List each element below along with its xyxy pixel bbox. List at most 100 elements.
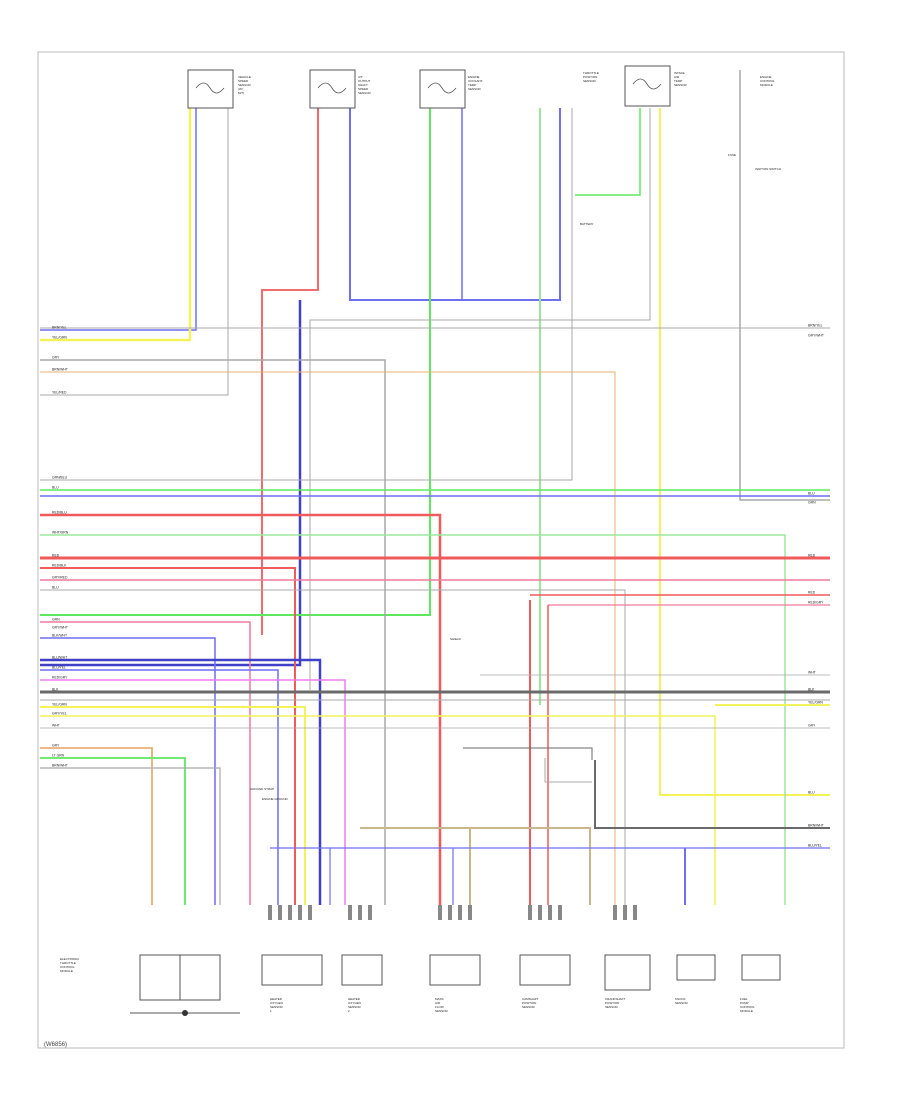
wire-label-left: BRN/WHT (52, 764, 68, 768)
terminal (468, 905, 472, 920)
diagram-note: SHIELD (450, 637, 462, 641)
wire-label-right: RED/GRY (808, 601, 824, 605)
component-box (139, 954, 181, 1001)
ground-node (182, 1010, 188, 1016)
component-label-line: MODULE (760, 83, 773, 87)
terminal (548, 905, 552, 920)
component-label-line: OXYGEN (270, 1001, 283, 1005)
wire-label-left: BRN/YEL (52, 326, 67, 330)
diagram-frame (37, 51, 845, 1049)
wire-label-left: YEL/GRN (52, 336, 67, 340)
wire-label-left: LT GRN (52, 754, 65, 758)
wire-label-right: GRN (808, 501, 816, 505)
bus-tan (360, 827, 591, 905)
component-label-line: M/T) (238, 91, 244, 95)
wire-label-left: YEL/RED (52, 391, 67, 395)
terminal (308, 905, 312, 920)
component-label-line: CAMSHAFT (522, 997, 539, 1001)
wire-label-left: RED (52, 554, 60, 558)
wire-label-left: GRY (52, 356, 60, 360)
sensor-symbol (195, 82, 225, 94)
wire-label-left: BLU/WHT (52, 656, 67, 660)
sensor-symbol (427, 82, 457, 94)
wire-gry (40, 108, 229, 396)
wire-label-left: BLU (52, 586, 59, 590)
component-label-line: CONTROL (760, 79, 775, 83)
wire-gry-6 (544, 758, 592, 783)
bus-blu-wht (40, 658, 322, 905)
component-label-line: POSITION (605, 1001, 619, 1005)
component-label-line: A/T (358, 75, 363, 79)
sensor-symbol (317, 82, 347, 94)
component-label-line: SHAFT (358, 83, 368, 87)
component-label-line: SENSOR (348, 1005, 362, 1009)
component-label-line: CONTROL (740, 1005, 755, 1009)
diagram-note: FUSE (728, 153, 736, 157)
component-label-line: KNOCK (675, 997, 686, 1001)
bus-yel-grn (40, 706, 306, 905)
wire-label-left: GRN/BLU (52, 476, 68, 480)
terminal (348, 905, 352, 920)
component-label-line: VEHICLE (238, 75, 251, 79)
component-label-line: SENSOR (522, 1005, 536, 1009)
component-label-line: SENSOR (605, 1005, 619, 1009)
wire-label-left: RED/BLU (52, 511, 67, 515)
terminal (358, 905, 362, 920)
diagram-note: ENGINE GROUND (262, 797, 289, 801)
component-label-line: AIR (674, 75, 680, 79)
component-label-line: FUEL (740, 997, 748, 1001)
component-label-line: SENSOR (435, 1009, 449, 1013)
component-label-line: MASS (435, 997, 444, 1001)
component-label-line: OUTPUT (358, 79, 371, 83)
wire-red-blu (261, 108, 319, 635)
wire-label-left: WHT (52, 724, 60, 728)
terminal (438, 905, 442, 920)
component-label-line: SENSOR (675, 1001, 689, 1005)
bus-gry (40, 359, 386, 905)
component-label-line: SENSOR (238, 83, 252, 87)
component-label-line: SENSOR (583, 79, 597, 83)
wire-label-right: GRY (808, 724, 816, 728)
terminal (288, 905, 292, 920)
wire-label-left: YEL/GRN (52, 703, 67, 707)
component-box (261, 954, 323, 986)
wire-blk-4 (463, 747, 593, 760)
wire-label-left: RED/GRY (52, 676, 68, 680)
wire-label-left: BRN/WHT (52, 368, 68, 372)
wire-label-right: BRN/YEL (808, 324, 823, 328)
component-label-line: SENSOR (468, 87, 482, 91)
wire-grn (40, 108, 431, 616)
component-box (741, 954, 781, 981)
wire-label-left: GRY/YEL (52, 712, 67, 716)
bus-brn-wht-2 (40, 767, 221, 905)
diagram-reference: (W6856) (44, 1042, 67, 1048)
wire-label-right: BLU/YEL (808, 844, 822, 848)
component-label-line: ENGINE (468, 75, 480, 79)
wire-label-right: BRN/WHT (808, 824, 824, 828)
component-label-line: AIR (435, 1001, 441, 1005)
component-label-line: CRANKSHAFT (605, 997, 626, 1001)
bus-gry-yel (40, 715, 716, 905)
component-label-line: SENSOR (674, 83, 688, 87)
wires-layer (40, 70, 830, 905)
wire-label-left: GRY (52, 744, 60, 748)
bus-red-blk (40, 567, 296, 905)
wire-label-left: BLU (52, 486, 59, 490)
terminal (368, 905, 372, 920)
diagram-note: BATTERY (580, 222, 594, 226)
terminal (613, 905, 617, 920)
component-box (341, 954, 383, 986)
wire-label-left: GRY/RED (52, 576, 68, 580)
component-label-line: TEMP (468, 83, 476, 87)
terminal (528, 905, 532, 920)
component-box (519, 954, 571, 986)
component-label-line: INTAKE (674, 71, 685, 75)
wire-label-left: RED/BLK (52, 564, 67, 568)
diagram-note: GROUND STRAP (250, 787, 274, 791)
terminal (623, 905, 627, 920)
component-label-line: OXYGEN (348, 1001, 361, 1005)
bus-blu-2 (40, 589, 626, 905)
wire-label-left: BLK/WHT (52, 634, 67, 638)
